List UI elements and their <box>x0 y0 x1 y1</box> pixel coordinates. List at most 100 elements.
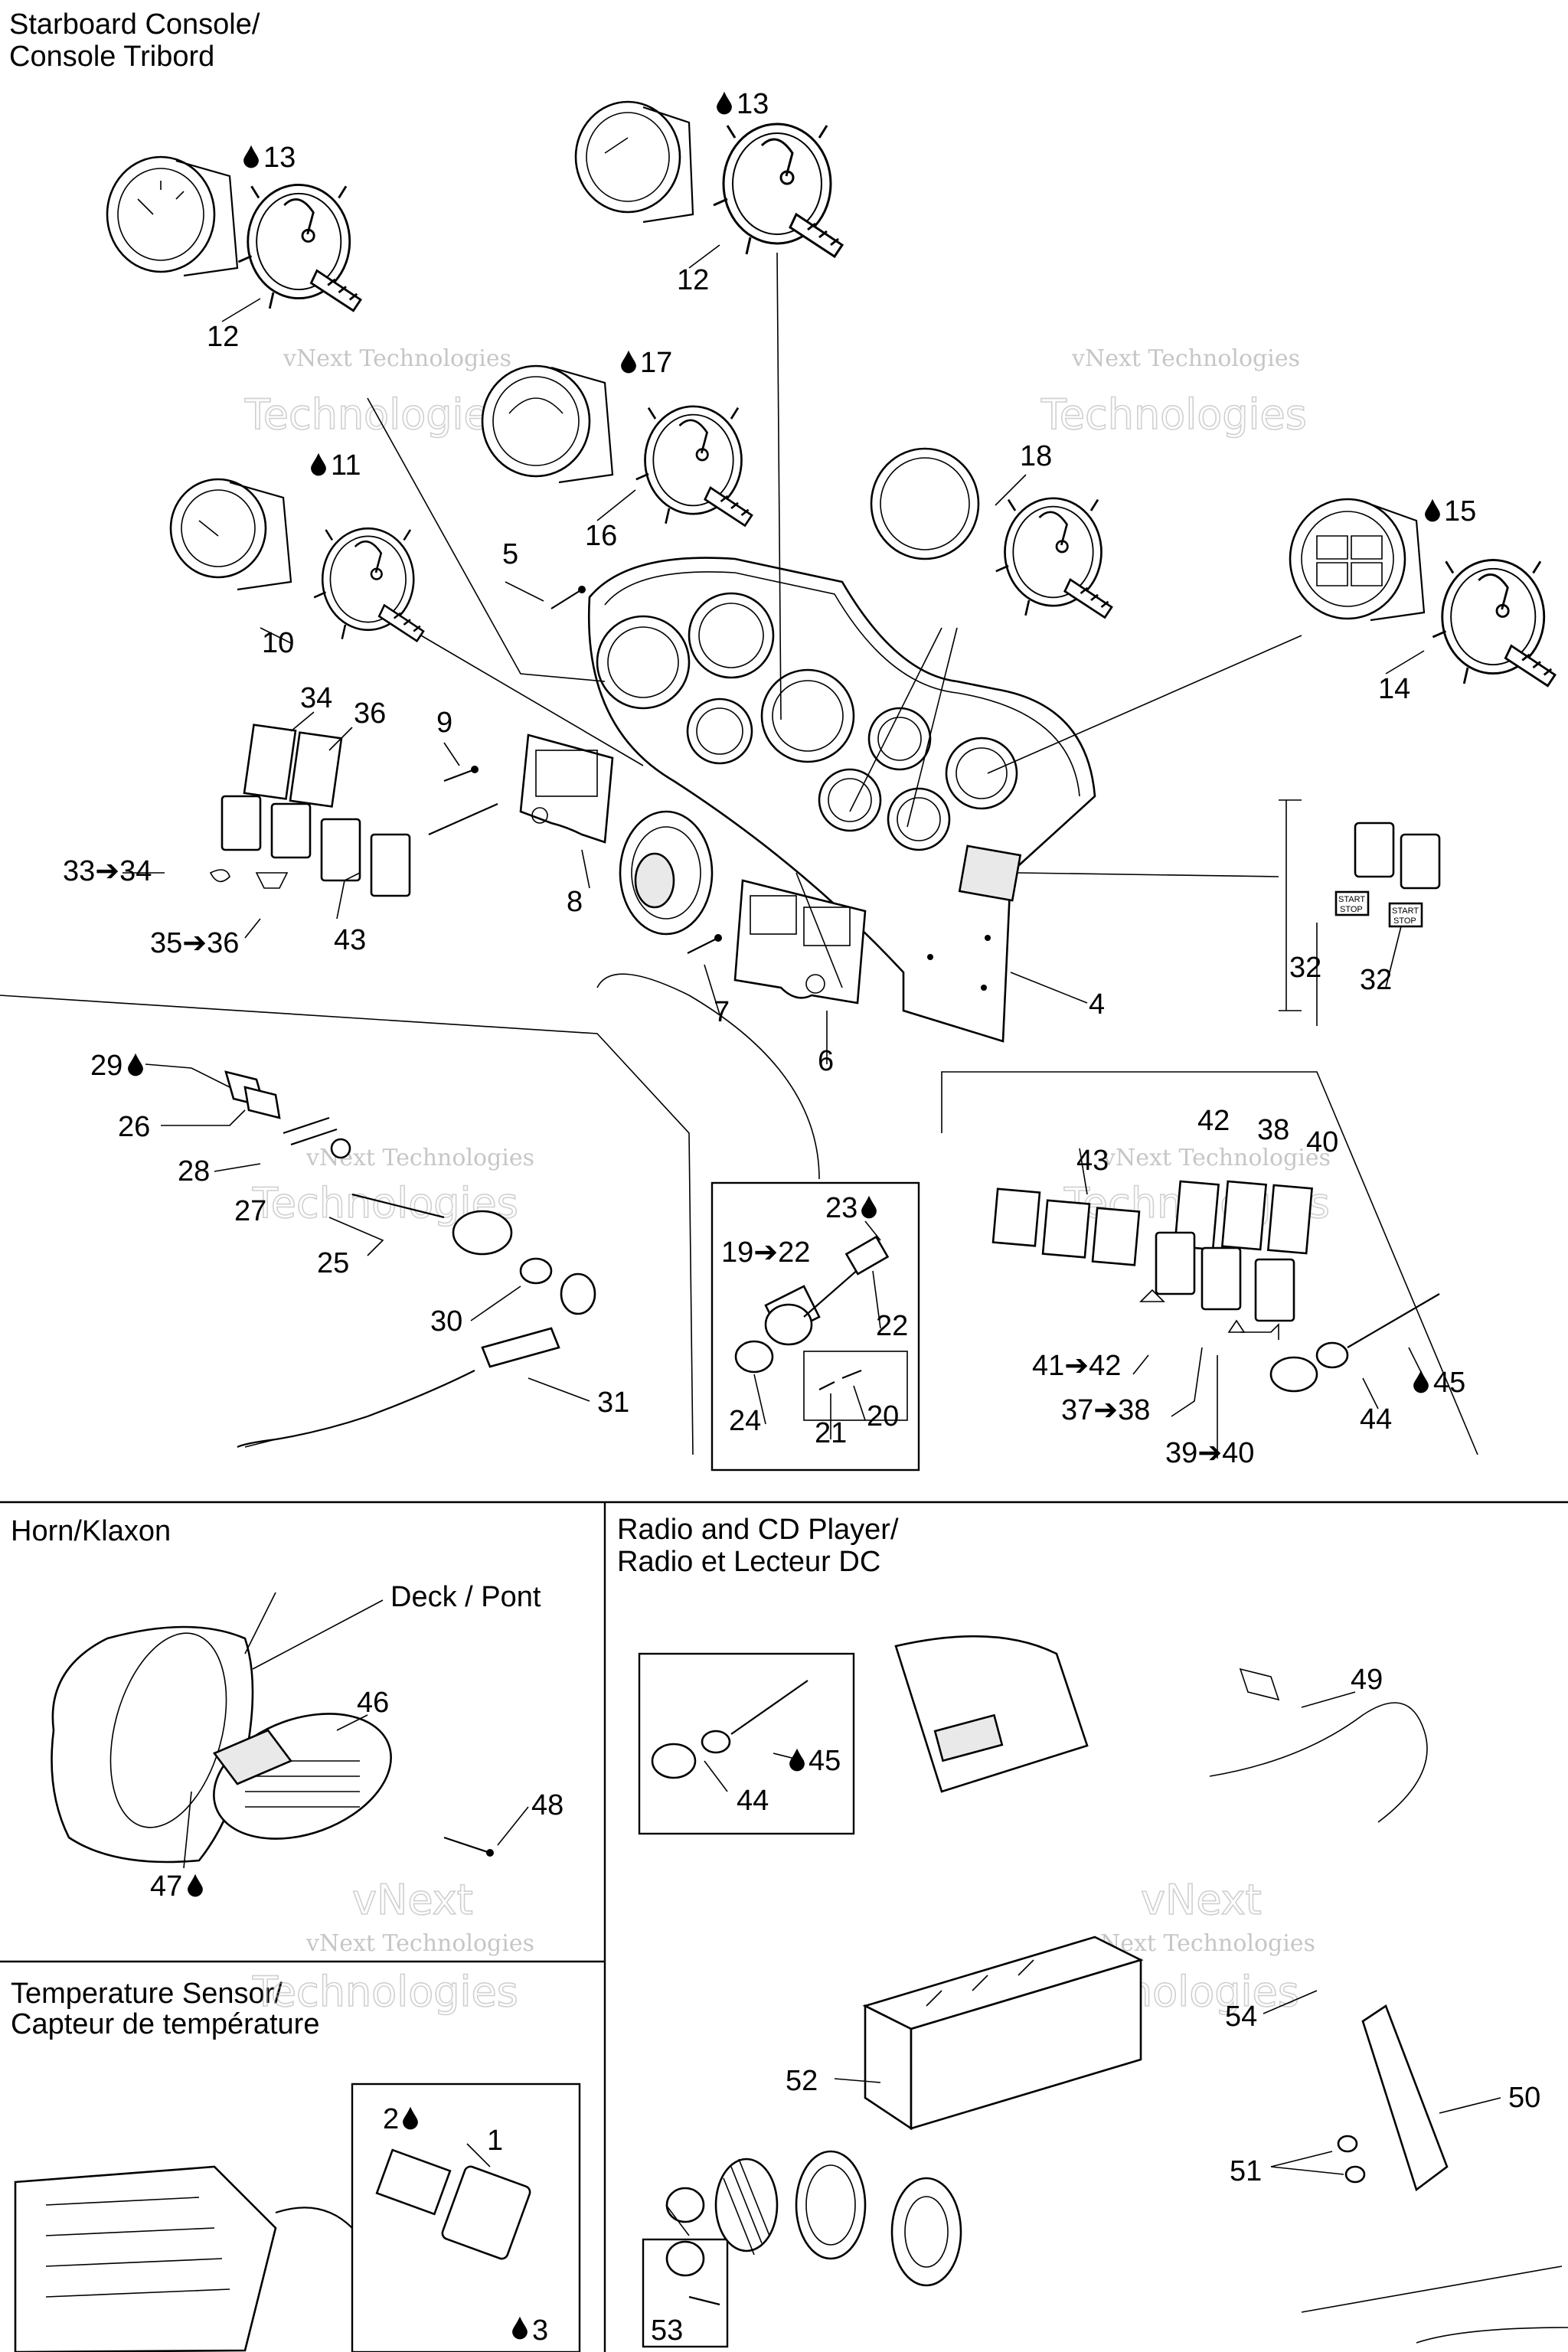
watermark-text: vNext <box>1141 1876 1262 1924</box>
label-26: 26 <box>118 1111 150 1143</box>
watermark-text: Technologies <box>252 1968 518 2016</box>
label-14: 14 <box>1378 673 1410 705</box>
switch-bezel-8 <box>519 733 614 844</box>
oil-drop-icon <box>243 145 259 168</box>
oil-drop-icon <box>1413 1370 1429 1393</box>
label-36: 36 <box>354 697 386 730</box>
watermark-text: vNext Technologies <box>283 345 511 372</box>
label-49: 49 <box>1351 1664 1383 1696</box>
label-deck: Deck / Pont <box>390 1581 541 1613</box>
label-40: 40 <box>1306 1126 1338 1158</box>
label-43: 43 <box>334 924 366 956</box>
leader-lines-top <box>367 252 1302 1011</box>
label-12: 12 <box>207 321 239 353</box>
label-29: 29 <box>90 1050 122 1082</box>
start-stop-label: STOP <box>1340 905 1363 914</box>
label-5: 5 <box>502 538 518 570</box>
label-13: 13 <box>263 142 296 174</box>
label-13: 13 <box>737 88 769 120</box>
label-17: 17 <box>640 347 672 379</box>
label-41-42: 41➔42 <box>1032 1350 1121 1382</box>
temp-sensor-assembly <box>14 2082 581 2352</box>
label-39-40: 39➔40 <box>1165 1437 1254 1469</box>
start-stop-label: START <box>1392 906 1419 916</box>
watermark-text: vNext <box>352 1876 473 1924</box>
label-16: 16 <box>585 520 617 552</box>
label-47: 47 <box>150 1870 182 1903</box>
oil-drop-icon <box>621 350 636 374</box>
label-53: 53 <box>651 2314 683 2347</box>
watermark-text: vNext Technologies <box>305 1930 534 1957</box>
label-11: 11 <box>331 449 361 482</box>
label-46: 46 <box>357 1687 389 1719</box>
label-15: 15 <box>1444 495 1476 528</box>
label-10: 10 <box>262 627 294 659</box>
label-50: 50 <box>1508 2082 1540 2114</box>
part-labels: 1 2 3 4 5 6 7 8 9 10 11 12 12 13 13 14 1… <box>63 88 1540 2347</box>
switch-group-32: START STOP START STOP <box>1334 822 1441 928</box>
starboard-console-title-line1: Starboard Console/ <box>9 8 260 41</box>
label-51: 51 <box>1230 2155 1262 2187</box>
watermark-text: Technologies <box>244 390 511 439</box>
label-31: 31 <box>597 1387 629 1419</box>
oil-drop-icon <box>311 452 326 476</box>
oil-drop-icon <box>188 1873 203 1897</box>
label-32: 32 <box>1360 964 1392 996</box>
ignition-boot <box>619 810 714 936</box>
screw-5 <box>550 586 586 609</box>
label-27: 27 <box>234 1195 266 1227</box>
label-34: 34 <box>300 682 332 714</box>
switch-bezel-6 <box>733 879 867 1004</box>
label-54: 54 <box>1225 2001 1257 2033</box>
screw-7 <box>687 934 722 954</box>
label-19-22: 19➔22 <box>721 1236 810 1269</box>
label-22: 22 <box>876 1310 908 1342</box>
gauge-tachometer-left <box>106 155 362 312</box>
oil-drop-icon <box>717 91 732 115</box>
label-6: 6 <box>818 1045 834 1077</box>
label-48: 48 <box>531 1789 564 1821</box>
oil-drop-icon <box>861 1195 877 1219</box>
radio-title-line2: Radio et Lecteur DC <box>617 1546 880 1578</box>
horn-title: Horn/Klaxon <box>11 1515 171 1547</box>
label-20: 20 <box>867 1400 899 1432</box>
watermark-text: vNext Technologies <box>1071 345 1300 372</box>
section-borders <box>0 1501 1568 2352</box>
label-37-38: 37➔38 <box>1061 1394 1150 1426</box>
gauge-digital <box>481 364 753 527</box>
label-44: 44 <box>737 1785 769 1817</box>
label-44: 44 <box>1360 1403 1392 1436</box>
oil-drop-icon <box>128 1053 143 1076</box>
label-12: 12 <box>677 264 709 296</box>
label-3: 3 <box>532 2314 548 2347</box>
label-45: 45 <box>808 1745 841 1777</box>
section-frames <box>0 973 1478 1455</box>
start-stop-label: START <box>1338 895 1365 904</box>
dashboard-panel <box>587 557 1096 1043</box>
label-24: 24 <box>729 1405 761 1437</box>
label-52: 52 <box>786 2065 818 2097</box>
label-35-36: 35➔36 <box>150 927 239 959</box>
label-8: 8 <box>567 886 583 918</box>
temp-sensor-title-line2: Capteur de température <box>11 2008 319 2040</box>
label-1: 1 <box>487 2125 503 2157</box>
label-25: 25 <box>317 1247 349 1279</box>
lanyard-assembly <box>224 1070 596 1449</box>
label-18: 18 <box>1020 440 1052 472</box>
label-28: 28 <box>178 1155 210 1187</box>
starboard-console-title-line2: Console Tribord <box>9 41 214 73</box>
radio-title-line1: Radio and CD Player/ <box>617 1514 899 1546</box>
switch-group-left <box>209 724 498 897</box>
gauge-speedometer-center <box>574 100 844 258</box>
label-2: 2 <box>383 2103 399 2135</box>
label-30: 30 <box>430 1305 462 1338</box>
oil-drop-icon <box>1425 498 1440 522</box>
start-stop-label: STOP <box>1393 916 1416 926</box>
label-33-34: 33➔34 <box>63 855 152 887</box>
label-23: 23 <box>825 1192 858 1224</box>
label-9: 9 <box>436 707 452 739</box>
watermark-text: Technologies <box>1040 390 1307 439</box>
gauge-multifunction <box>1289 498 1557 688</box>
label-45: 45 <box>1433 1367 1465 1399</box>
